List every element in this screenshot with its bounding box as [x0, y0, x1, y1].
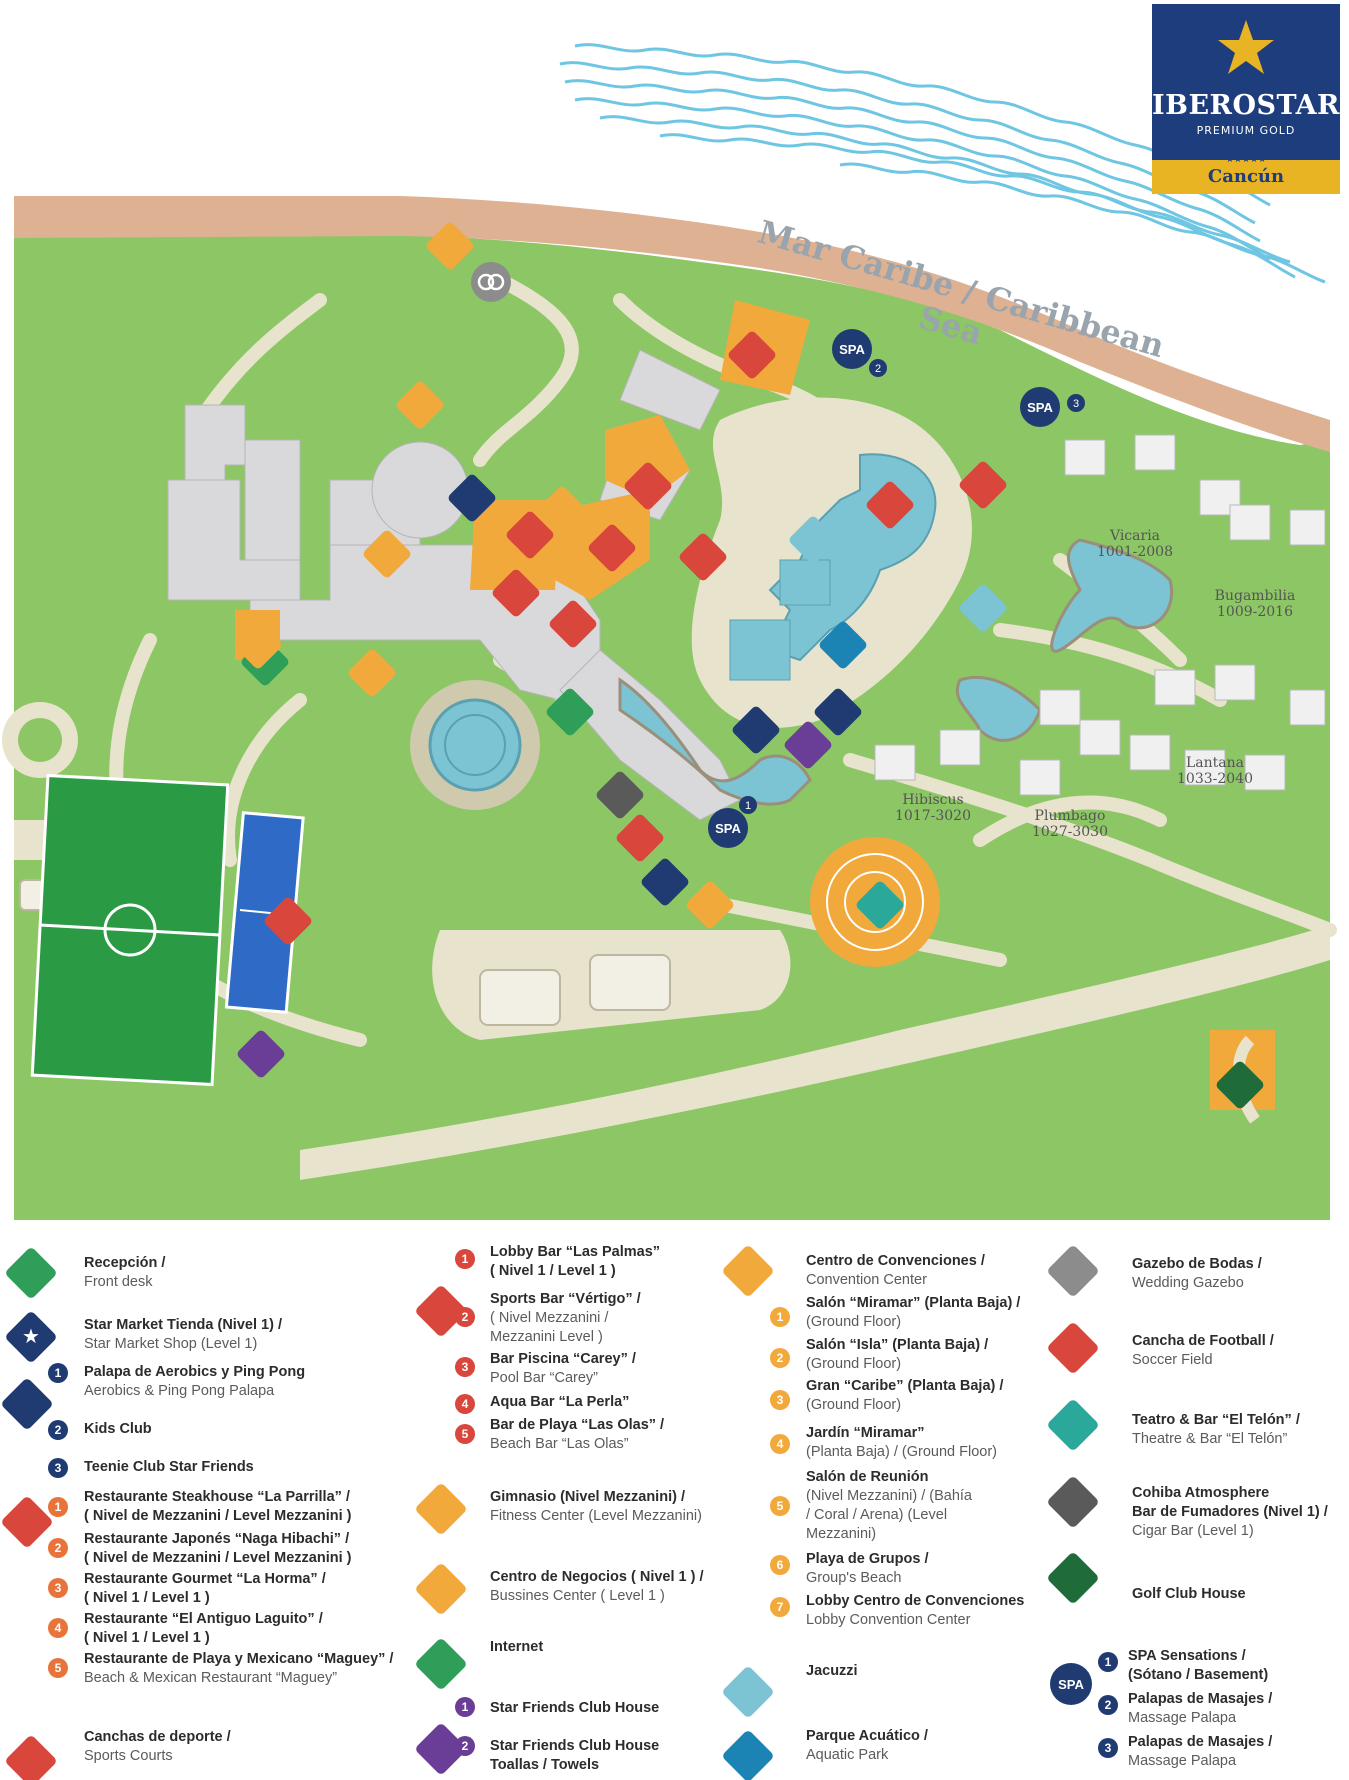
legend-lobby-bar: Lobby Bar “Las Palmas”( Nivel 1 / Level …	[490, 1244, 661, 1279]
theatre-marker	[854, 879, 906, 931]
legend-restaurant-1: Restaurante Steakhouse “La Parrilla” /( …	[84, 1489, 352, 1524]
legend-massage-palapa-2: Palapas de Masajes /Massage Palapa	[1128, 1691, 1273, 1726]
legend-restaurant-5: Restaurante de Playa y Mexicano “Maguey”…	[84, 1651, 394, 1686]
legend-jardin-miramar: Jardín “Miramar”(Planta Baja) / (Ground …	[806, 1425, 997, 1460]
legend-gym: Gimnasio (Nivel Mezzanini) /Fitness Cent…	[490, 1489, 702, 1524]
gym-marker	[684, 879, 736, 931]
kids-club-marker-2	[812, 686, 864, 738]
kids-club-marker-3	[446, 472, 498, 524]
svg-text:SPA: SPA	[1027, 400, 1053, 415]
wedding-gazebo-marker	[471, 262, 511, 302]
club-house-marker-1	[235, 1028, 287, 1080]
legend-col4-icons: SPA	[1048, 1246, 1098, 1705]
brand-gold-band	[1152, 160, 1340, 194]
legend-theatre: Teatro & Bar “El Telón” /Theatre & Bar “…	[1132, 1412, 1300, 1447]
parked-cars	[19, 879, 671, 1026]
legend-sports-bar: Sports Bar “Vértigo” /( Nivel Mezzanini …	[490, 1291, 641, 1345]
legend-jacuzzi: Jacuzzi	[806, 1663, 858, 1679]
spa-marker-1[interactable]: SPA 1	[708, 796, 757, 848]
sea-waves	[559, 43, 1326, 284]
beach-strip	[14, 196, 1330, 452]
legend-club-house-1: Star Friends Club House	[490, 1700, 660, 1716]
legend-beach-bar: Bar de Playa “Las Olas” /Beach Bar “Las …	[490, 1417, 665, 1452]
brand-tier: PREMIUM GOLD	[1196, 124, 1296, 137]
svg-text:SPA: SPA	[839, 342, 865, 357]
legend-star-market: Star Market Tienda (Nivel 1) /Star Marke…	[84, 1317, 282, 1352]
legend-restaurant-4: Restaurante “El Antiguo Laguito” /( Nive…	[84, 1611, 323, 1646]
legend-restaurant-3: Restaurante Gourmet “La Horma” /( Nivel …	[84, 1571, 326, 1606]
legend-wedding-gazebo: Gazebo de Bodas /Wedding Gazebo	[1132, 1256, 1262, 1291]
legend-salon-reunion: Salón de Reunión(Nivel Mezzanini) / (Bah…	[806, 1469, 972, 1542]
svg-text:2: 2	[875, 363, 881, 375]
legend-convention-center: Centro de Convenciones /Convention Cente…	[806, 1253, 985, 1288]
legend-golf-club: Golf Club House	[1132, 1586, 1246, 1602]
svg-text:3: 3	[1073, 398, 1079, 410]
legend-front-desk: Recepción /Front desk	[84, 1255, 166, 1290]
legend-aqua-bar: Aqua Bar “La Perla”	[490, 1394, 630, 1410]
legend-col2-icons	[416, 1286, 466, 1774]
villas	[874, 434, 1326, 796]
reception-marker	[544, 686, 596, 738]
star-logo-icon	[1218, 20, 1274, 74]
aquatic-park-marker	[817, 619, 869, 671]
jacuzzi-markers	[787, 514, 1009, 634]
legend-business-center: Centro de Negocios ( Nivel 1 ) /Bussines…	[490, 1569, 704, 1604]
spa-marker-2[interactable]: SPA 2	[832, 329, 887, 377]
legend-salon-miramar: Salón “Miramar” (Planta Baja) /(Ground F…	[806, 1295, 1021, 1330]
legend-salon-isla: Salón “Isla” (Planta Baja) /(Ground Floo…	[806, 1337, 989, 1372]
spa-marker-3[interactable]: SPA 3	[1020, 387, 1085, 427]
legend-gran-caribe: Gran “Caribe” (Planta Baja) /(Ground Flo…	[806, 1378, 1004, 1413]
sports-courts-marker	[262, 895, 314, 947]
legend-kids-club: Kids Club	[84, 1421, 152, 1437]
legend-internet: Internet	[490, 1639, 544, 1655]
svg-text:SPA: SPA	[1058, 1677, 1084, 1692]
svg-text:SPA: SPA	[715, 821, 741, 836]
kids-pool	[779, 559, 831, 606]
legend-spa-sensations: SPA Sensations /(Sótano / Basement)	[1128, 1648, 1269, 1683]
svg-text:1: 1	[745, 800, 751, 812]
club-house-marker-2	[782, 719, 834, 771]
legend-pool-bar: Bar Piscina “Carey” /Pool Bar “Carey”	[490, 1351, 636, 1386]
lagoons	[618, 538, 1174, 806]
kids-club-marker-1	[730, 704, 782, 756]
restaurant-markers	[490, 329, 778, 619]
star-market-marker	[639, 856, 691, 908]
legend-restaurant-2: Restaurante Japonés “Naga Hibachi” /( Ni…	[84, 1531, 352, 1566]
brand-city: Cancún	[1207, 166, 1285, 187]
cigar-bar-marker	[594, 769, 646, 821]
legend-playa-grupos: Playa de Grupos /Group's Beach	[806, 1551, 929, 1586]
brand-name: IBEROSTAR	[1152, 90, 1340, 121]
svg-text:★: ★	[22, 1324, 40, 1348]
legend-col3-icons	[723, 1246, 773, 1780]
legend-sports-courts: Canchas de deporte /Sports Courts	[84, 1729, 231, 1764]
map-markers: SPA 2 SPA 3 SPA 1	[232, 220, 1266, 1111]
legend-teenie-club: Teenie Club Star Friends	[84, 1459, 254, 1475]
brand-stars: ★★★★★	[1225, 155, 1267, 165]
legend-soccer-field: Cancha de Football /Soccer Field	[1132, 1333, 1274, 1368]
iberostar-logo: IBEROSTAR PREMIUM GOLD ★★★★★ Cancún	[1152, 4, 1340, 194]
legend-massage-palapa-3: Palapas de Masajes /Massage Palapa	[1128, 1734, 1273, 1769]
main-road	[300, 925, 1330, 1180]
legend-aquatic-park: Parque Acuático /Aquatic Park	[806, 1728, 928, 1763]
golf-club-marker	[1214, 1059, 1266, 1111]
legend-col1-icons: ★	[2, 1248, 56, 1780]
